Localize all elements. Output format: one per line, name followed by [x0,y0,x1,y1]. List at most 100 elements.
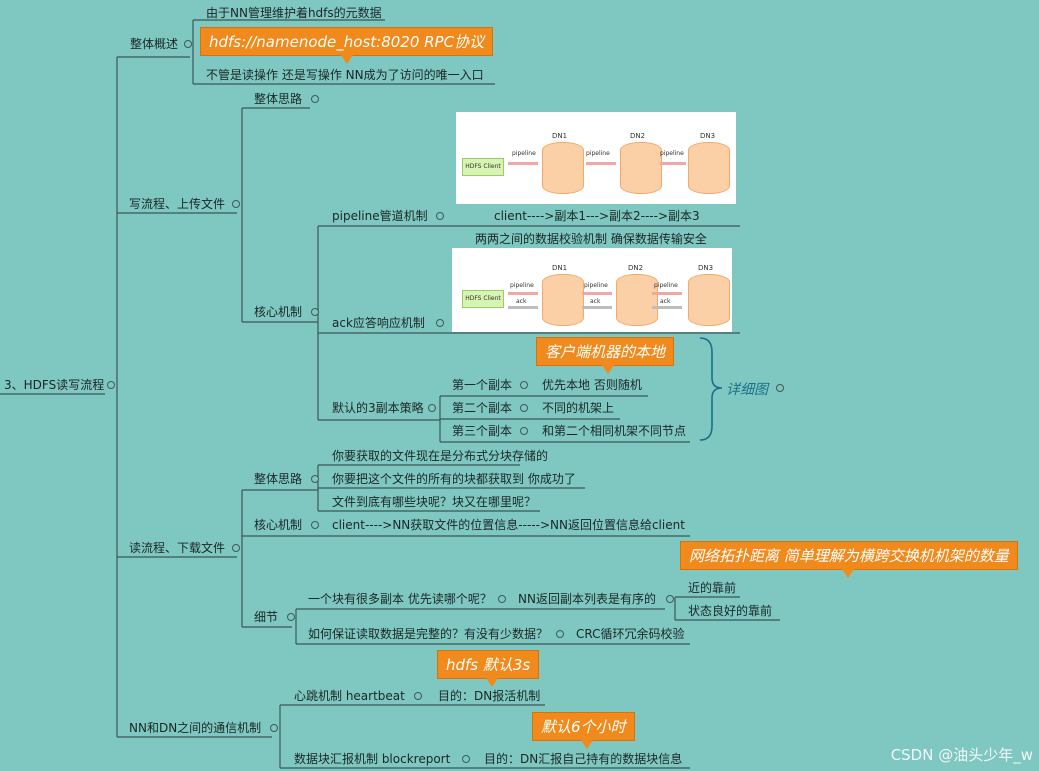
collapse-dot[interactable] [232,200,240,208]
read-core-detail[interactable]: client---->NN获取文件的位置信息----->NN返回位置信息给cli… [332,518,685,532]
collapse-dot[interactable] [666,595,674,603]
comm-node[interactable]: NN和DN之间的通信机制 [129,721,262,735]
dn3-cylinder [688,274,730,326]
collapse-dot[interactable] [436,212,444,220]
answer-item-near[interactable]: 近的靠前 [688,581,737,595]
dn1-cylinder [542,142,584,194]
arrow [582,292,612,295]
topology-callout: 网络拓扑距离 简单理解为横跨交换机机架的数量 [680,541,1018,578]
arrow [660,162,686,165]
pipeline-detail[interactable]: client---->副本1--->副本2---->副本3 [494,209,700,223]
arrow [508,162,538,165]
replica-node[interactable]: 默认的3副本策略 [332,401,424,415]
read-answer-1[interactable]: NN返回副本列表是有序的 [518,592,656,606]
collapse-dot[interactable] [232,544,240,552]
collapse-dot[interactable] [287,613,295,621]
dn2-text: DN2 [630,132,646,140]
expand-dot[interactable] [311,95,319,103]
pipeline-node[interactable]: pipeline管道机制 [332,209,428,223]
blockreport-detail[interactable]: 目的：DN汇报自己持有的数据块信息 [484,752,683,766]
dn3-text: DN3 [700,132,716,140]
dn1-cylinder [542,274,584,326]
overview-callout: hdfs://namenode_host:8020 RPC协议 [200,27,494,64]
blockreport-callout: 默认6个小时 [532,712,635,749]
replica-3-desc[interactable]: 和第二个相同机架不同节点 [542,424,687,438]
collapse-dot[interactable] [428,404,436,412]
hdfs-client-box: HDFS Client [462,158,504,176]
answer-item-healthy[interactable]: 状态良好的靠前 [688,604,773,618]
ack-arrow [652,306,682,309]
replica-3-name[interactable]: 第三个副本 [452,424,513,438]
collapse-dot[interactable] [311,475,319,483]
ack-text: ack [516,298,527,305]
collapse-dot[interactable] [520,404,528,412]
read-idea-node[interactable]: 整体思路 [254,472,303,486]
collapse-dot[interactable] [498,595,506,603]
arrow [586,162,616,165]
write-idea-node[interactable]: 整体思路 [254,92,303,106]
read-node[interactable]: 读流程、下载文件 [129,541,226,555]
ack-detail[interactable]: 两两之间的数据校验机制 确保数据传输安全 [475,232,707,246]
ack-diagram-image: HDFS Client pipeline ack DN1 pipeline ac… [452,248,732,332]
blockreport-node[interactable]: 数据块汇报机制 blockreport [294,752,451,766]
read-question-1[interactable]: 一个块有很多副本 优先读哪个呢？ [308,592,492,606]
dn2-cylinder [620,142,662,194]
heartbeat-callout: hdfs 默认3s [437,650,540,687]
expand-dot[interactable] [776,384,784,392]
write-node[interactable]: 写流程、上传文件 [129,197,226,211]
replica-1-name[interactable]: 第一个副本 [452,378,513,392]
pipeline-text: pipeline [510,282,534,289]
detail-diagram-label[interactable]: 详细图 [726,382,768,398]
replica-1-desc[interactable]: 优先本地 否则随机 [542,378,642,392]
collapse-dot[interactable] [556,630,564,638]
pipeline-text: pipeline [512,150,536,157]
collapse-dot[interactable] [270,724,278,732]
arrow [652,292,682,295]
overview-node[interactable]: 整体概述 [130,37,179,51]
collapse-dot[interactable] [311,521,319,529]
read-core-node[interactable]: 核心机制 [254,518,303,532]
read-details-node[interactable]: 细节 [254,610,279,624]
replica-2-name[interactable]: 第二个副本 [452,401,513,415]
pipeline-text: pipeline [584,282,608,289]
collapse-dot[interactable] [311,308,319,316]
ack-arrow [508,306,538,309]
pipeline-diagram-image: HDFS Client pipeline DN1 pipeline DN2 pi… [456,112,736,204]
read-answer-2[interactable]: CRC循环冗余码校验 [576,627,685,641]
read-idea-item-2[interactable]: 你要把这个文件的所有的块都获取到 你成功了 [332,472,576,486]
ack-text: ack [660,298,671,305]
dn2-text: DN2 [628,264,644,272]
collapse-dot[interactable] [414,692,422,700]
pipeline-text: pipeline [654,282,678,289]
overview-item-2[interactable]: 不管是读操作 还是写操作 NN成为了访问的唯一入口 [206,68,484,82]
hdfs-client-box: HDFS Client [462,290,504,308]
dn2-cylinder [616,274,658,326]
watermark: CSDN @油头少年_w [890,746,1033,764]
heartbeat-detail[interactable]: 目的：DN报活机制 [438,689,541,703]
read-idea-item-1[interactable]: 你要获取的文件现在是分布式分块存储的 [332,449,549,463]
read-question-2[interactable]: 如何保证读取数据是完整的？有没有少数据？ [308,627,549,641]
dn1-text: DN1 [552,264,568,272]
collapse-dot[interactable] [520,381,528,389]
read-idea-item-3[interactable]: 文件到底有哪些块呢？块又在哪里呢？ [332,495,537,509]
ack-text: ack [590,298,601,305]
root-node[interactable]: 3、HDFS读写流程 [4,378,105,392]
collapse-dot[interactable] [436,319,444,327]
replica-2-desc[interactable]: 不同的机架上 [542,401,615,415]
pipeline-text: pipeline [586,150,610,157]
collapse-dot[interactable] [184,40,192,48]
overview-item-1[interactable]: 由于NN管理维护着hdfs的元数据 [206,6,382,20]
ack-node[interactable]: ack应答响应机制 [332,316,425,330]
ack-arrow [582,306,612,309]
dn3-cylinder [688,142,730,194]
heartbeat-node[interactable]: 心跳机制 heartbeat [294,689,405,703]
dn1-text: DN1 [552,132,568,140]
write-core-node[interactable]: 核心机制 [254,305,303,319]
collapse-dot[interactable] [462,755,470,763]
dn3-text: DN3 [698,264,714,272]
collapse-dot[interactable] [107,381,115,389]
pipeline-text: pipeline [660,150,684,157]
collapse-dot[interactable] [520,427,528,435]
replica-callout: 客户端机器的本地 [536,337,675,374]
